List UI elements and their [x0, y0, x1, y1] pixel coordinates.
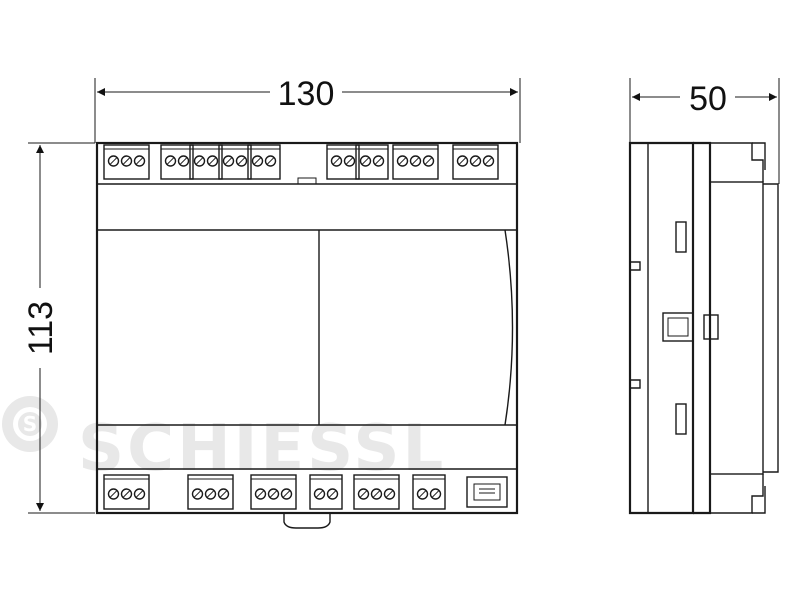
- terminal-screw-icon: [370, 488, 383, 500]
- terminal-screw-icon: [482, 155, 495, 167]
- dimension-height: 113: [22, 142, 95, 514]
- front-bottom-din-clip: [283, 513, 331, 529]
- top-terminal-block-1: [103, 144, 150, 180]
- bottom-terminal-block-6: [412, 474, 446, 510]
- bottom-terminal-block-2: [187, 474, 234, 510]
- terminal-screw-icon: [193, 155, 206, 167]
- terminal-screw-icon: [217, 488, 230, 500]
- top-terminal-block-6: [326, 144, 360, 180]
- top-terminal-block-3: [189, 144, 223, 180]
- terminal-screw-icon: [222, 155, 235, 167]
- front-top-clip: [297, 177, 317, 185]
- terminal-screw-icon: [422, 155, 435, 167]
- top-terminal-block-9: [452, 144, 499, 180]
- side-center-latch: [662, 312, 694, 342]
- terminal-screw-icon: [177, 155, 190, 167]
- terminal-screw-icon: [372, 155, 385, 167]
- terminal-screw-icon: [469, 155, 482, 167]
- side-front-body: [709, 181, 764, 475]
- watermark-logo-icon: S: [2, 396, 58, 452]
- side-back-plate: [628, 141, 695, 515]
- bottom-terminal-block-1: [103, 474, 150, 510]
- dimension-depth-label: 50: [689, 80, 727, 118]
- side-view: [628, 141, 779, 515]
- bottom-terminal-block-4: [309, 474, 343, 510]
- top-terminal-row: [103, 144, 499, 180]
- terminal-screw-icon: [206, 155, 219, 167]
- terminal-screw-icon: [264, 155, 277, 167]
- top-terminal-block-7: [355, 144, 389, 180]
- terminal-screw-icon: [359, 155, 372, 167]
- terminal-screw-icon: [280, 488, 293, 500]
- front-view: [95, 141, 519, 529]
- terminal-screw-icon: [120, 155, 133, 167]
- bottom-terminal-block-5: [353, 474, 400, 510]
- front-housing-outline: [95, 141, 519, 515]
- terminal-screw-icon: [107, 488, 120, 500]
- terminal-screw-icon: [191, 488, 204, 500]
- dimension-height-label: 113: [22, 301, 60, 355]
- dimension-width: 130: [94, 75, 521, 143]
- top-terminal-block-4: [218, 144, 252, 180]
- terminal-screw-icon: [330, 155, 343, 167]
- terminal-screw-icon: [456, 155, 469, 167]
- top-terminal-block-8: [392, 144, 439, 180]
- terminal-screw-icon: [326, 488, 339, 500]
- terminal-screw-icon: [429, 488, 442, 500]
- terminal-screw-icon: [313, 488, 326, 500]
- terminal-screw-icon: [133, 155, 146, 167]
- watermark-logo-letter: S: [23, 412, 37, 436]
- terminal-screw-icon: [235, 155, 248, 167]
- rj-port-icon: [466, 476, 508, 508]
- bottom-terminal-row: [103, 474, 446, 510]
- terminal-screw-icon: [164, 155, 177, 167]
- terminal-screw-icon: [383, 488, 396, 500]
- dimension-depth: 50: [629, 78, 780, 184]
- terminal-screw-icon: [409, 155, 422, 167]
- top-terminal-block-5: [247, 144, 281, 180]
- watermark: S SCHIESSL: [2, 396, 443, 486]
- dimension-width-label: 130: [278, 75, 335, 113]
- terminal-screw-icon: [343, 155, 356, 167]
- top-terminal-block-2: [160, 144, 194, 180]
- terminal-screw-icon: [107, 155, 120, 167]
- terminal-screw-icon: [204, 488, 217, 500]
- side-lower-slot: [675, 403, 687, 435]
- terminal-screw-icon: [396, 155, 409, 167]
- terminal-screw-icon: [254, 488, 267, 500]
- terminal-screw-icon: [251, 155, 264, 167]
- terminal-screw-icon: [133, 488, 146, 500]
- front-cover-curve: [504, 229, 514, 426]
- terminal-screw-icon: [267, 488, 280, 500]
- terminal-screw-icon: [357, 488, 370, 500]
- terminal-screw-icon: [416, 488, 429, 500]
- bottom-terminal-block-3: [250, 474, 297, 510]
- side-upper-slot: [675, 221, 687, 253]
- terminal-screw-icon: [120, 488, 133, 500]
